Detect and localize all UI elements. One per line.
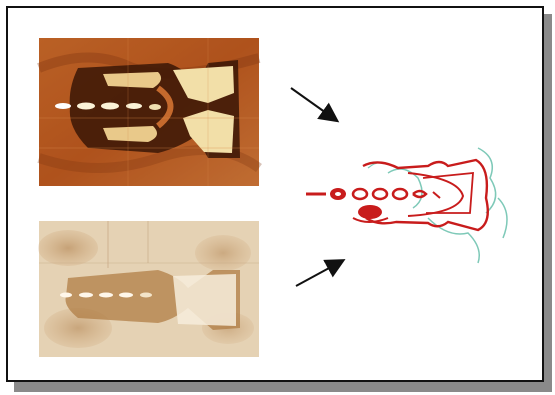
shroud-photo — [38, 221, 259, 357]
arrow-down-right — [291, 88, 336, 120]
shroud-negative-photo — [39, 38, 259, 186]
slide-canvas — [8, 8, 542, 380]
slide — [6, 6, 544, 382]
tracing-overlay — [306, 148, 507, 263]
arrow-up-right — [296, 261, 342, 286]
